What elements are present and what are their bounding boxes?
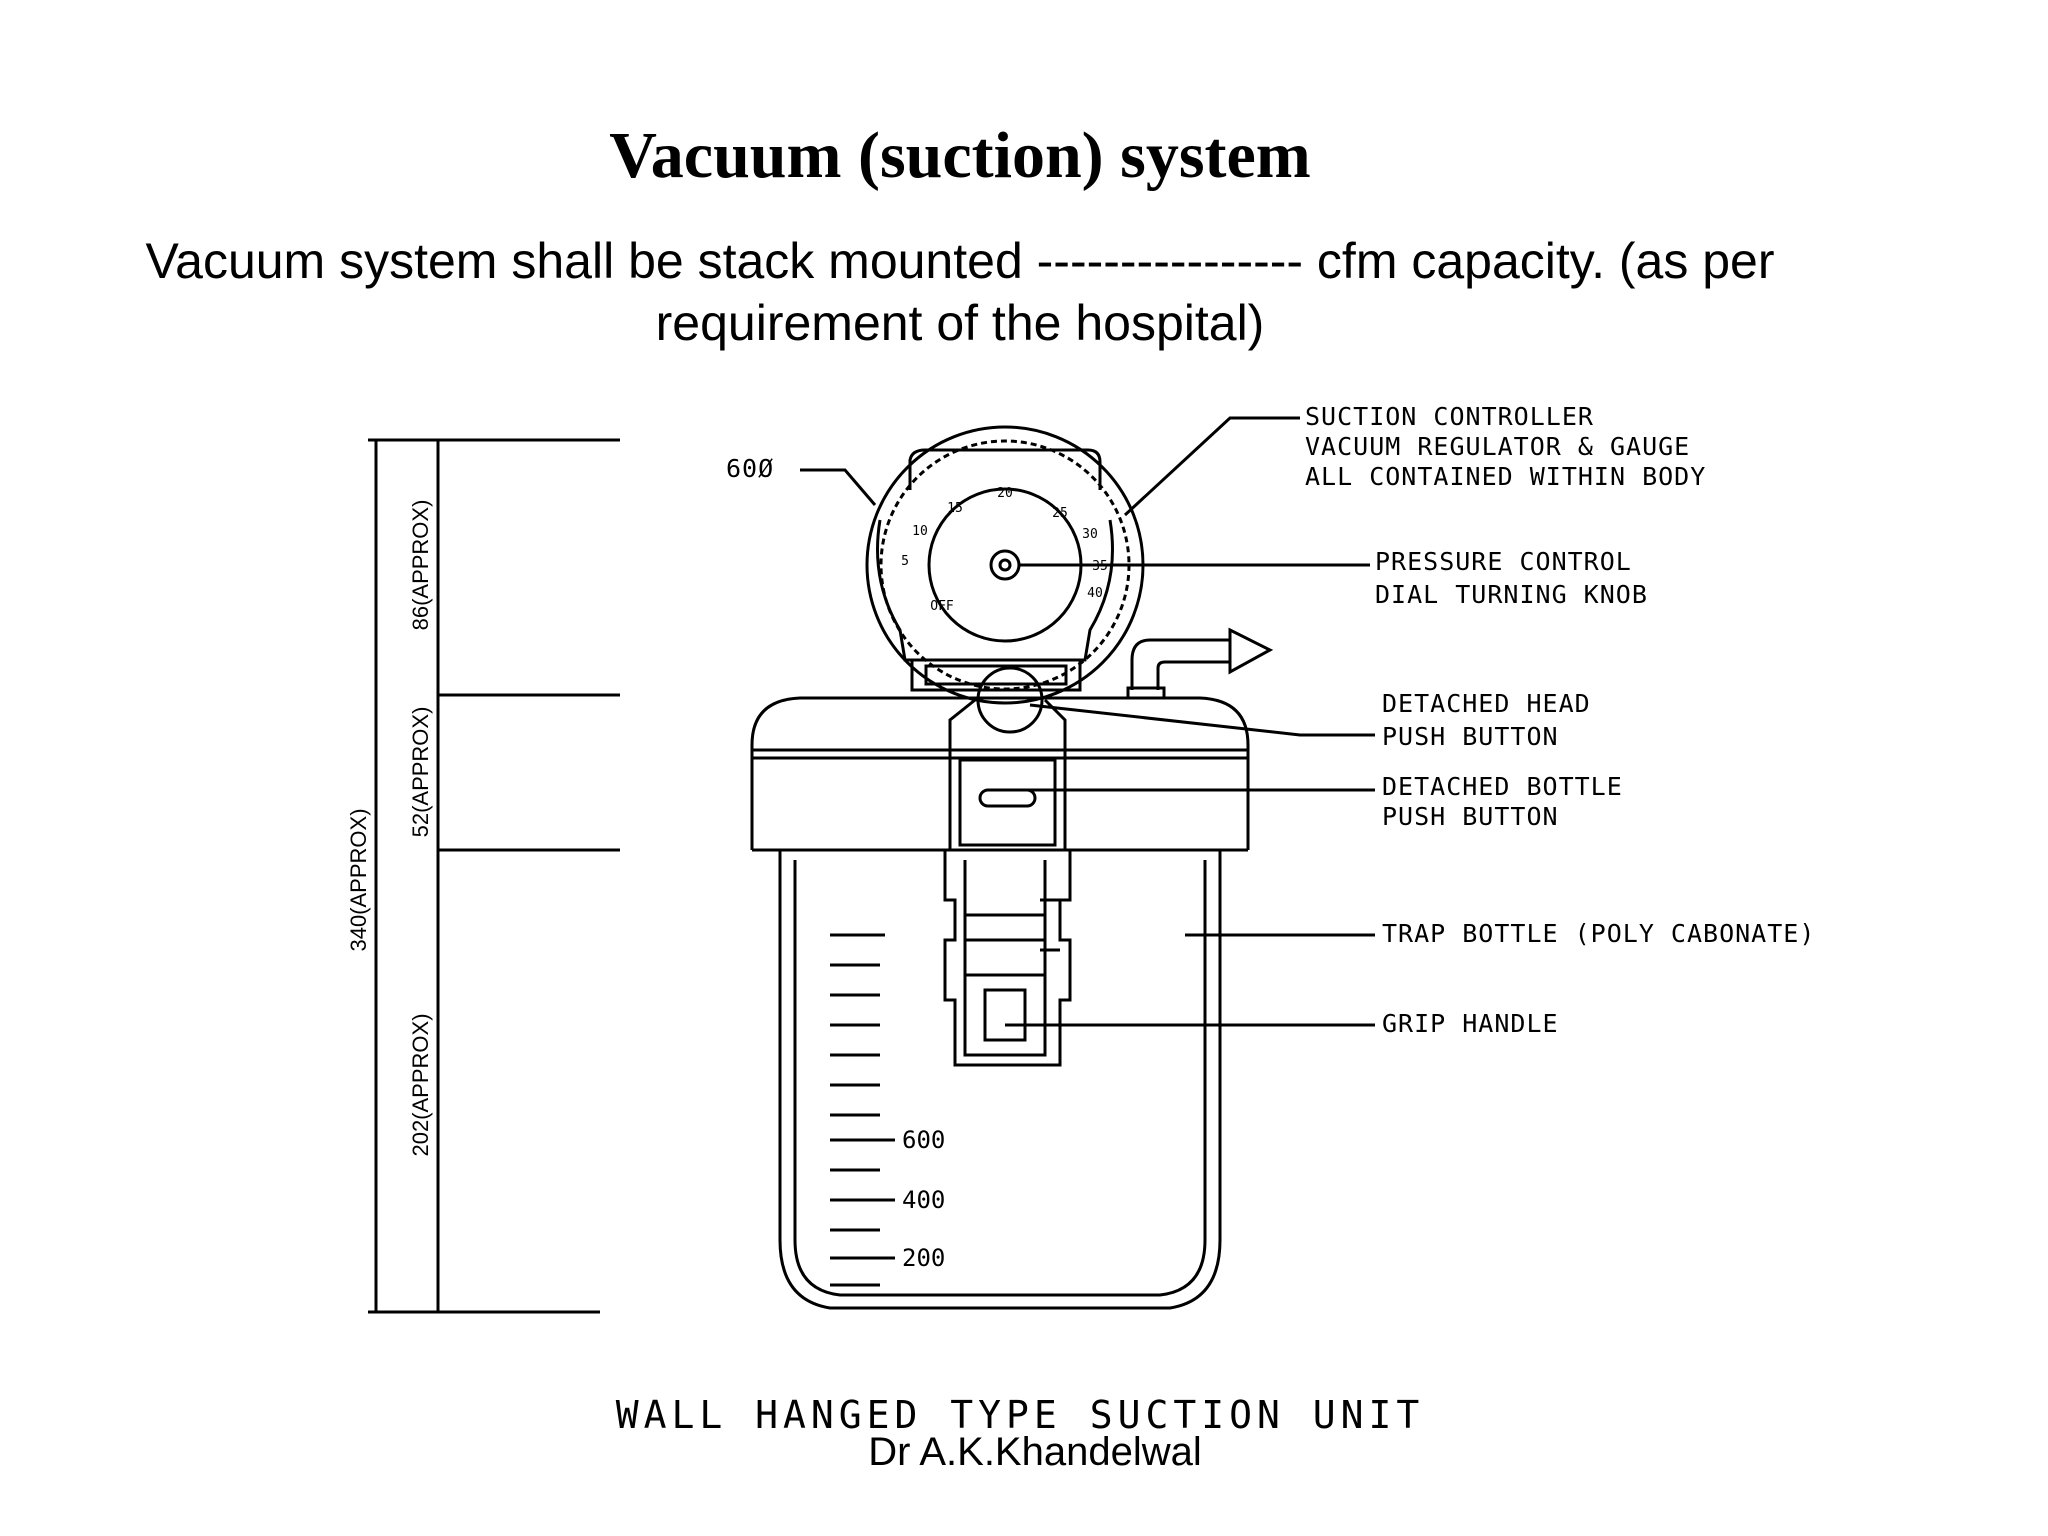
scale-mark-600: 600 — [902, 1126, 945, 1154]
suction-controller-label-3: ALL CONTAINED WITHIN BODY — [1305, 462, 1706, 491]
dimension-bottle: 202(APPROX) — [408, 1013, 433, 1156]
dimension-lid: 52(APPROX) — [408, 707, 433, 838]
dial-numbers: 20 15 10 5 OFF 25 30 35 40 — [901, 486, 1108, 614]
detached-head-label-1: DETACHED HEAD — [1382, 689, 1591, 718]
author-credit: Dr A.K.Khandelwal — [868, 1430, 1202, 1474]
dial-mark: 40 — [1087, 586, 1103, 601]
detached-bottle-label-1: DETACHED BOTTLE — [1382, 772, 1623, 801]
diagram-caption: WALL HANGED TYPE SUCTION UNIT — [616, 1393, 1424, 1437]
scale-mark-400: 400 — [902, 1186, 945, 1214]
dial-mark: 10 — [912, 524, 928, 539]
trap-bottle — [778, 850, 1222, 1310]
dial-mark: 25 — [1052, 506, 1068, 521]
dial-mark: 20 — [997, 486, 1013, 501]
leader-lines — [800, 416, 1375, 1027]
scale-ticks — [830, 933, 895, 1287]
slide-title: Vacuum (suction) system — [609, 119, 1311, 192]
gauge-tag: 60Ø — [726, 454, 774, 483]
subtitle-line-1: Vacuum system shall be stack mounted ---… — [145, 233, 1775, 289]
dimension-lines — [368, 438, 620, 1314]
suction-controller-label-2: VACUUM REGULATOR & GAUGE — [1305, 432, 1690, 461]
bottle-lid — [750, 696, 1250, 852]
dial-mark: OFF — [930, 599, 954, 614]
scale-mark-200: 200 — [902, 1244, 945, 1272]
pressure-control-label-1: PRESSURE CONTROL — [1375, 547, 1632, 576]
grip-handle-assembly — [943, 666, 1072, 1067]
suction-controller-label-1: SUCTION CONTROLLER — [1305, 402, 1594, 431]
dial-mark: 30 — [1082, 527, 1098, 542]
subtitle-line-2: requirement of the hospital) — [655, 295, 1265, 351]
dimension-total: 340(APPROX) — [346, 808, 371, 951]
outlet-elbow — [1126, 627, 1274, 700]
slide-subtitle: Vacuum system shall be stack mounted ---… — [80, 230, 1840, 354]
pressure-control-label-2: DIAL TURNING KNOB — [1375, 580, 1648, 609]
trap-bottle-label: TRAP BOTTLE (POLY CABONATE) — [1382, 919, 1815, 948]
dial-mark: 15 — [947, 501, 963, 516]
dimension-head: 86(APPROX) — [408, 500, 433, 631]
regulator-head — [876, 448, 1114, 692]
detached-bottle-label-2: PUSH BUTTON — [1382, 802, 1559, 831]
dial-mark: 35 — [1092, 559, 1108, 574]
dial-mark: 5 — [901, 554, 909, 569]
detached-head-label-2: PUSH BUTTON — [1382, 722, 1559, 751]
grip-handle-label: GRIP HANDLE — [1382, 1009, 1559, 1038]
